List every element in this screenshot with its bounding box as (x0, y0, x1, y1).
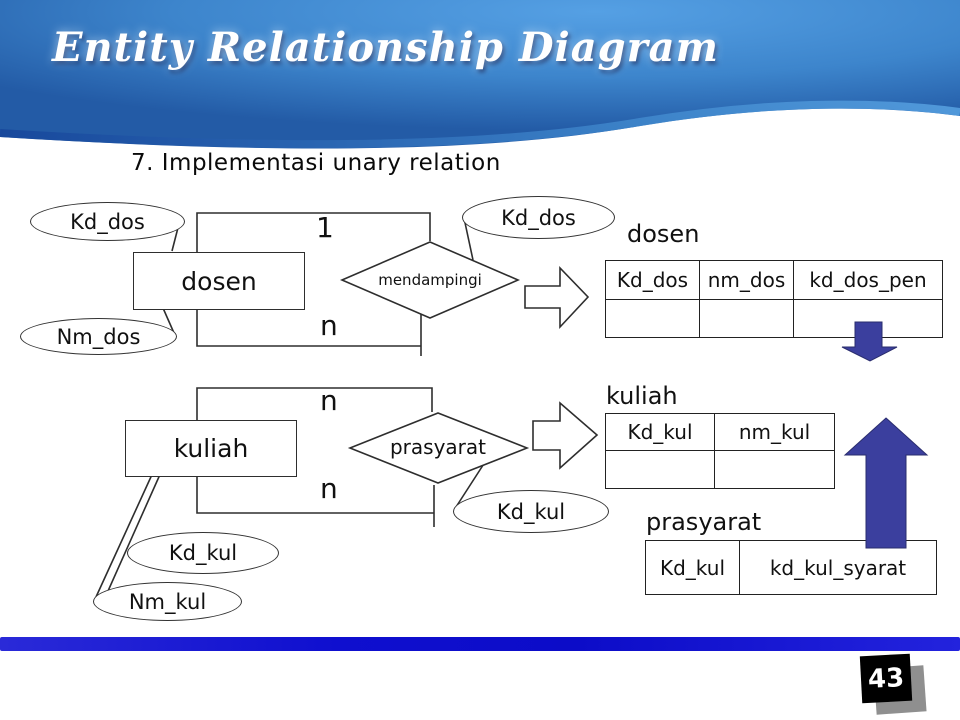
table-dosen-empty-row (605, 299, 943, 338)
attribute-nm-kul-label: Nm_kul (128, 589, 207, 614)
cardinality-kuliah-top: n (320, 384, 338, 417)
table-dosen-col-nm-dos: nm_dos (699, 260, 794, 300)
attribute-oval-nm-kul: Nm_kul (93, 582, 242, 621)
attribute-oval-kd-kul-relation: Kd_kul (453, 490, 609, 533)
relationship-prasyarat-label: prasyarat (389, 435, 486, 459)
entity-kuliah-label: kuliah (173, 434, 249, 463)
table-dosen: Kd_dos nm_dos kd_dos_pen (605, 260, 943, 338)
attribute-kd-dos-label: Kd_dos (70, 209, 145, 234)
attribute-kd-dos-rel-label: Kd_dos (501, 205, 576, 230)
table-kuliah: Kd_kul nm_kul (605, 413, 835, 489)
table-dosen-title: dosen (627, 220, 700, 248)
header-swoosh-shape (0, 0, 960, 149)
table-kuliah-cell (605, 450, 715, 489)
table-prasyarat-col-kd-kul: Kd_kul (645, 540, 740, 595)
entity-dosen: dosen (133, 252, 305, 310)
table-kuliah-empty-row (605, 450, 835, 489)
entity-kuliah: kuliah (125, 420, 297, 477)
header-banner (0, 0, 960, 149)
kuliah-loop-top-line (196, 387, 433, 420)
table-kuliah-cell (714, 450, 835, 489)
footer-divider (0, 637, 960, 651)
dosen-loop-bottom-line (196, 308, 421, 347)
table-kuliah-header-row: Kd_kul nm_kul (605, 413, 835, 451)
page-number: 43 (867, 662, 905, 695)
entity-dosen-label: dosen (181, 266, 257, 296)
table-kuliah-title: kuliah (606, 382, 678, 410)
attribute-oval-kd-dos: Kd_dos (30, 202, 185, 241)
table-dosen-header-row: Kd_dos nm_dos kd_dos_pen (605, 260, 943, 300)
table-dosen-cell (605, 299, 700, 338)
relationship-mendampingi-label: mendampingi (378, 271, 482, 289)
kuliah-loop-bottom-line (196, 475, 434, 514)
attribute-kd-kul-rel-label: Kd_kul (496, 499, 566, 524)
attribute-nm-dos-label: Nm_dos (56, 324, 141, 349)
header-swoosh-edge (0, 100, 960, 149)
table-dosen-col-kd-dos: Kd_dos (605, 260, 700, 300)
transform-arrow-kuliah-icon (532, 401, 599, 470)
table-dosen-col-kd-dos-pen: kd_dos_pen (793, 260, 943, 300)
table-prasyarat: Kd_kul kd_kul_syarat (645, 540, 937, 595)
table-prasyarat-col-kd-kul-syarat: kd_kul_syarat (739, 540, 937, 595)
table-dosen-cell (699, 299, 794, 338)
table-dosen-cell (793, 299, 943, 338)
cardinality-dosen-bottom: n (320, 309, 338, 342)
table-prasyarat-header-row: Kd_kul kd_kul_syarat (645, 540, 937, 595)
fk-up-arrow-icon (843, 417, 929, 549)
attribute-kd-kul-label: Kd_kul (168, 541, 238, 565)
transform-arrow-dosen-icon (524, 266, 590, 330)
attribute-oval-kd-dos-relation: Kd_dos (462, 196, 615, 239)
attribute-oval-nm-dos: Nm_dos (20, 318, 177, 355)
table-kuliah-col-nm-kul: nm_kul (714, 413, 835, 451)
table-kuliah-col-kd-kul: Kd_kul (605, 413, 715, 451)
cardinality-kuliah-bottom: n (320, 472, 338, 505)
slide-subtitle: 7. Implementasi unary relation (131, 150, 501, 176)
table-prasyarat-title: prasyarat (646, 508, 762, 536)
attribute-oval-kd-kul: Kd_kul (127, 532, 279, 574)
nm-kul-connector (95, 467, 156, 598)
kd-kul-connector (103, 469, 163, 601)
slide-title: Entity Relationship Diagram (52, 24, 719, 71)
page-number-badge: 43 (859, 653, 913, 704)
cardinality-dosen-top: 1 (316, 211, 334, 244)
dosen-loop-top-line (196, 212, 431, 252)
